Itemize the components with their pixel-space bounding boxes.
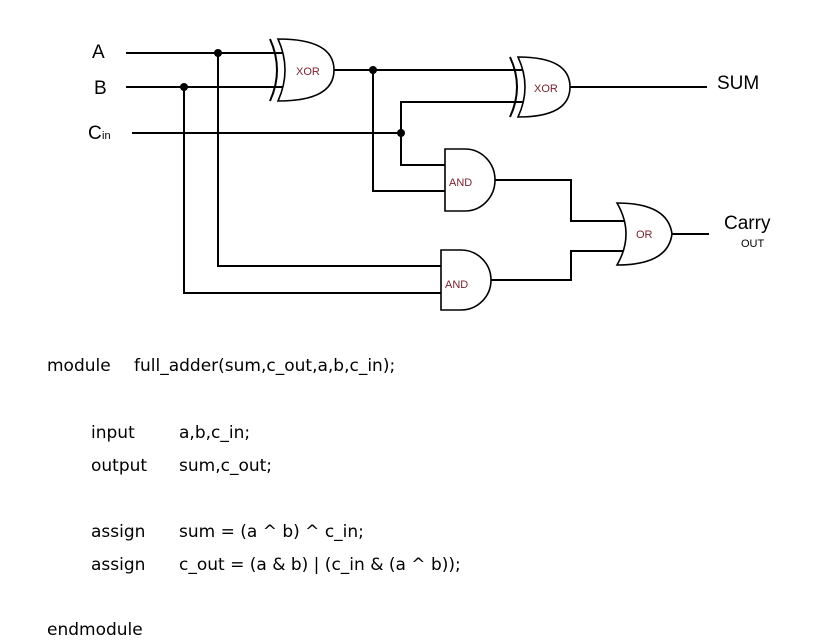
junction-a xyxy=(214,49,222,57)
code-endmodule: endmodule xyxy=(47,620,143,640)
xor-gate-1: XOR xyxy=(269,38,335,102)
xor-gate-2: XOR xyxy=(509,56,571,118)
input-cin-subscript: in xyxy=(102,130,111,142)
code-input-vars: a,b,c_in; xyxy=(179,423,251,443)
code-module-signature: full_adder(sum,c_out,a,b,c_in); xyxy=(134,356,396,376)
and-gate-1-label: AND xyxy=(449,177,472,189)
wire-xor1-to-and1 xyxy=(372,70,449,192)
code-output-vars: sum,c_out; xyxy=(179,456,273,476)
wire-a-to-and2 xyxy=(217,53,447,267)
wire-and2-out xyxy=(491,250,626,281)
output-carry-label: Carry xyxy=(724,213,771,234)
code-assign2-expr: c_out = (a & b) | (c_in & (a ^ b)); xyxy=(179,555,461,575)
wire-b-to-and2 xyxy=(183,87,447,294)
code-assign2-keyword: assign xyxy=(91,555,146,575)
and-gate-2: AND xyxy=(440,249,492,311)
code-assign1-keyword: assign xyxy=(91,522,146,542)
input-cin-label: C xyxy=(88,123,102,144)
wire-cin-to-and1 xyxy=(400,133,449,166)
and-gate-1: AND xyxy=(444,148,496,212)
wire-and1-out xyxy=(493,179,626,222)
xor-gate-2-label: XOR xyxy=(534,83,558,95)
code-input-keyword: input xyxy=(91,423,135,443)
code-assign1-expr: sum = (a ^ b) ^ c_in; xyxy=(179,522,364,542)
or-gate-label: OR xyxy=(636,229,653,241)
and-gate-2-label: AND xyxy=(445,279,468,291)
junction-xor1-out xyxy=(369,66,377,74)
output-sum-label: SUM xyxy=(717,73,759,94)
xor-gate-1-label: XOR xyxy=(296,66,320,78)
or-gate: OR xyxy=(615,202,673,266)
wire-cin xyxy=(132,101,524,134)
input-a-label: A xyxy=(92,42,105,63)
junction-b xyxy=(180,83,188,91)
code-module-keyword: module xyxy=(47,356,111,376)
full-adder-circuit: XOR XOR AND AND OR A B C in SUM Carry OU… xyxy=(88,38,771,311)
input-b-label: B xyxy=(94,78,107,99)
output-carry-subscript: OUT xyxy=(741,238,765,250)
code-output-keyword: output xyxy=(91,456,148,476)
junction-cin xyxy=(397,129,405,137)
